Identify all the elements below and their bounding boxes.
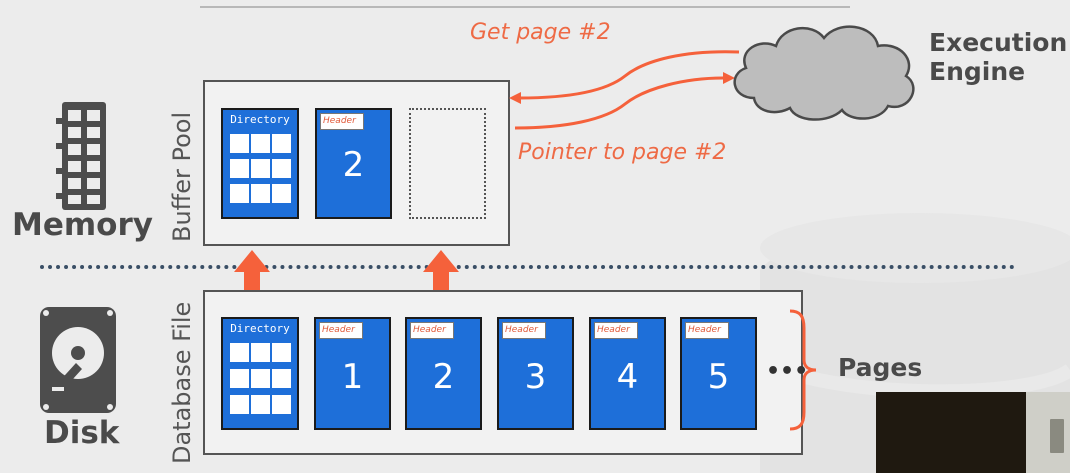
disk-page-1: Header 1 xyxy=(314,317,391,430)
request-response-arrows xyxy=(509,50,740,130)
up-arrow-icon xyxy=(423,250,459,304)
top-divider-line xyxy=(200,6,850,8)
directory-slot xyxy=(230,134,249,153)
directory-slot xyxy=(230,395,249,414)
up-arrow-icon xyxy=(234,250,270,304)
page-header: Header xyxy=(319,322,363,339)
page-number: 3 xyxy=(524,357,547,397)
directory-slot xyxy=(272,159,291,178)
right-brace-icon xyxy=(789,309,817,431)
execution-engine-label: Execution Engine xyxy=(929,28,1067,86)
execution-engine-line2: Engine xyxy=(929,57,1026,86)
directory-slot xyxy=(251,184,270,203)
get-page-annotation: Get page #2 xyxy=(470,20,611,45)
disk-page-3: Header 3 xyxy=(497,317,574,430)
disk-page-5: Header 5 xyxy=(680,317,757,430)
memory-label: Memory xyxy=(12,207,153,243)
directory-slot xyxy=(251,343,270,362)
webcam-overlay xyxy=(876,392,1070,473)
buffer-pool-directory-page: Directory xyxy=(221,108,299,219)
webcam-dark-area xyxy=(876,392,1026,473)
pages-label: Pages xyxy=(838,353,923,382)
directory-slot xyxy=(251,395,270,414)
execution-engine-line1: Execution xyxy=(929,28,1068,57)
disk-page-2: Header 2 xyxy=(405,317,482,430)
directory-slot xyxy=(272,369,291,388)
buffer-pool-page-2: Header 2 xyxy=(315,108,392,219)
page-header: Header xyxy=(685,322,729,339)
page-number: 2 xyxy=(432,357,455,397)
database-file-label: Database File xyxy=(168,301,196,464)
page-number: 4 xyxy=(616,357,639,397)
directory-slot xyxy=(230,184,249,203)
page-number: 5 xyxy=(707,357,730,397)
cloud-icon xyxy=(733,25,915,121)
pointer-annotation: Pointer to page #2 xyxy=(518,140,727,165)
database-file-box: Directory Header 1 Header 2 Header 3 Hea… xyxy=(203,290,808,455)
page-number: 2 xyxy=(342,145,365,185)
page-header: Header xyxy=(594,322,638,339)
page-header: Header xyxy=(410,322,454,339)
page-header: Header xyxy=(502,322,546,339)
directory-slot xyxy=(230,159,249,178)
directory-slot xyxy=(251,134,270,153)
memory-icon xyxy=(1050,419,1064,453)
directory-label: Directory xyxy=(230,322,290,335)
directory-slot xyxy=(272,134,291,153)
directory-label: Directory xyxy=(230,113,290,126)
directory-slot xyxy=(272,395,291,414)
disk-label: Disk xyxy=(44,415,120,451)
empty-frame xyxy=(409,108,486,219)
disk-page-4: Header 4 xyxy=(589,317,666,430)
directory-slot xyxy=(272,343,291,362)
buffer-pool-box: Directory Header 2 xyxy=(203,80,510,246)
memory-icon xyxy=(56,102,114,210)
page-header: Header xyxy=(320,113,364,130)
directory-slot xyxy=(230,369,249,388)
page-number: 1 xyxy=(341,357,364,397)
database-file-directory-page: Directory xyxy=(221,317,299,430)
directory-slot xyxy=(230,343,249,362)
directory-slot xyxy=(251,369,270,388)
disk-icon xyxy=(40,307,116,413)
directory-slot xyxy=(251,159,270,178)
directory-slot xyxy=(272,184,291,203)
memory-disk-separator xyxy=(40,265,1015,269)
buffer-pool-label: Buffer Pool xyxy=(168,111,196,242)
more-pages-ellipsis: ••• xyxy=(766,359,809,384)
